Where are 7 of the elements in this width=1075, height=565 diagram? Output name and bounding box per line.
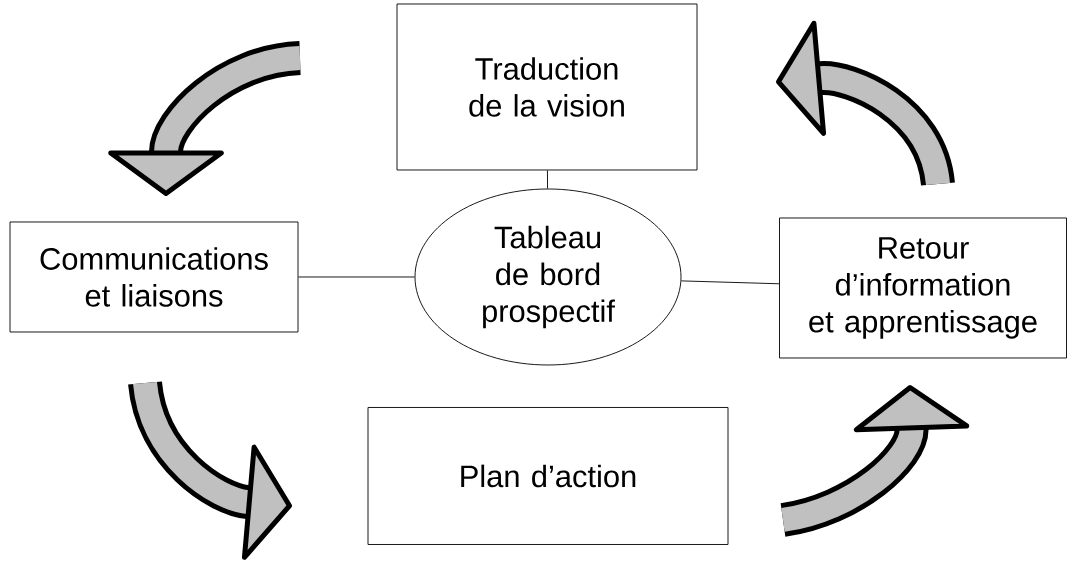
connector-line <box>680 280 780 285</box>
connector-line <box>547 170 548 189</box>
process-box: Traduction de la vision <box>396 3 698 171</box>
process-box: Communications et liaisons <box>9 221 299 333</box>
connector-line <box>298 276 415 278</box>
process-box: Plan d’action <box>367 407 729 545</box>
process-box: Retour d’information et apprentissage <box>779 217 1067 359</box>
